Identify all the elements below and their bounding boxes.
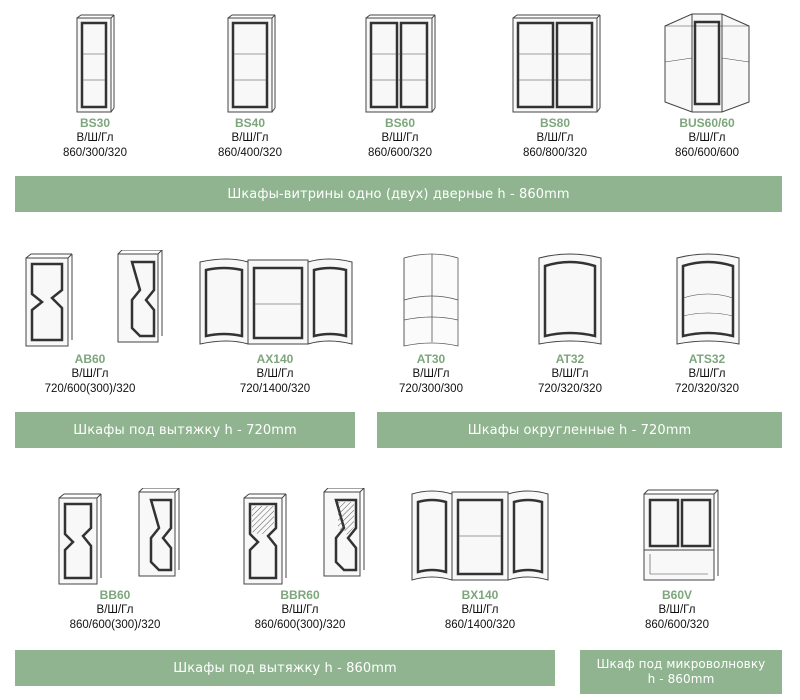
product-bx140: BX140 В/Ш/Гл 860/1400/320 — [415, 588, 545, 633]
product-ab60: AB60 В/Ш/Гл 720/600(300)/320 — [25, 352, 155, 397]
cabinet-bs30-drawing — [75, 14, 115, 114]
banner-microwave-cabinet: Шкаф под микроволновку h - 860mm — [580, 650, 782, 694]
banner-text: Шкафы под вытяжку h - 860mm — [173, 660, 397, 676]
banner-rounded-cabinets-720: Шкафы округленные h - 720mm — [377, 412, 782, 448]
cabinet-ab60-drawing — [22, 250, 172, 350]
product-bs40: BS40 В/Ш/Гл 860/400/320 — [195, 116, 305, 161]
product-dims-label: В/Ш/Гл — [76, 132, 114, 144]
product-dims-label: В/Ш/Гл — [551, 368, 589, 380]
product-dims-label: В/Ш/Гл — [381, 132, 419, 144]
product-bs80: BS80 В/Ш/Гл 860/800/320 — [500, 116, 610, 161]
cabinet-b60v-drawing — [640, 488, 720, 584]
product-size: 720/600(300)/320 — [44, 383, 136, 395]
product-bs60: BS60 В/Ш/Гл 860/600/320 — [345, 116, 455, 161]
product-code: BBR60 — [280, 588, 320, 602]
product-code: BS60 — [384, 116, 416, 130]
product-size: 860/600/320 — [645, 619, 709, 631]
banner-hood-cabinets-720: Шкафы под вытяжку h - 720mm — [15, 412, 355, 448]
product-code: BS80 — [539, 116, 571, 130]
product-code: BUS60/60 — [679, 116, 735, 130]
product-ats32: ATS32 В/Ш/Гл 720/320/320 — [642, 352, 772, 397]
product-size: 720/300/300 — [399, 383, 463, 395]
product-b60v: B60V В/Ш/Гл 860/600/320 — [612, 588, 742, 633]
cabinet-bs40-drawing — [226, 14, 276, 114]
product-size: 860/300/320 — [63, 147, 127, 159]
product-size: 860/800/320 — [523, 147, 587, 159]
product-dims-label: В/Ш/Гл — [281, 604, 319, 616]
banner-hood-cabinets-860: Шкафы под вытяжку h - 860mm — [15, 650, 555, 686]
product-dims-label: В/Ш/Гл — [658, 604, 696, 616]
product-size: 860/600(300)/320 — [69, 619, 161, 631]
product-code: BS40 — [234, 116, 266, 130]
cabinet-ats32-drawing — [673, 250, 743, 350]
cabinet-bb60-drawing — [55, 488, 185, 588]
banner-text: Шкафы-витрины одно (двух) дверные h - 86… — [227, 186, 570, 202]
product-dims-label: В/Ш/Гл — [688, 132, 726, 144]
cabinet-bs80-drawing — [511, 14, 601, 114]
product-bs30: BS30 В/Ш/Гл 860/300/320 — [40, 116, 150, 161]
banner-text-line1: Шкаф под микроволновку — [596, 657, 766, 671]
product-code: AT30 — [416, 352, 446, 366]
product-at32: AT32 В/Ш/Гл 720/320/320 — [505, 352, 635, 397]
product-dims-label: В/Ш/Гл — [461, 604, 499, 616]
cabinet-at30-drawing — [398, 250, 464, 350]
product-code: AT32 — [555, 352, 585, 366]
product-dims-label: В/Ш/Гл — [412, 368, 450, 380]
product-size: 860/600(300)/320 — [254, 619, 346, 631]
product-bus60: BUS60/60 В/Ш/Гл 860/600/600 — [652, 116, 762, 161]
product-size: 860/400/320 — [218, 147, 282, 159]
product-code: ATS32 — [688, 352, 726, 366]
cabinet-bbr60-drawing — [240, 488, 370, 588]
cabinet-bx140-drawing — [410, 484, 550, 586]
cabinet-bus60-drawing — [662, 12, 752, 114]
product-code: AX140 — [256, 352, 294, 366]
banner-text-line2: h - 860mm — [647, 672, 715, 686]
product-dims-label: В/Ш/Гл — [231, 132, 269, 144]
product-ax140: AX140 В/Ш/Гл 720/1400/320 — [210, 352, 340, 397]
product-dims-label: В/Ш/Гл — [688, 368, 726, 380]
product-size: 720/320/320 — [675, 383, 739, 395]
product-size: 860/1400/320 — [444, 619, 516, 631]
product-bbr60: BBR60 В/Ш/Гл 860/600(300)/320 — [235, 588, 365, 633]
cabinet-ax140-drawing — [198, 254, 354, 350]
product-code: BS30 — [79, 116, 111, 130]
product-bb60: BB60 В/Ш/Гл 860/600(300)/320 — [50, 588, 180, 633]
product-size: 860/600/320 — [368, 147, 432, 159]
cabinet-bs60-drawing — [364, 14, 436, 114]
product-code: AB60 — [74, 352, 106, 366]
product-code: BX140 — [461, 588, 499, 602]
product-dims-label: В/Ш/Гл — [71, 368, 109, 380]
product-size: 860/600/600 — [675, 147, 739, 159]
product-code: B60V — [661, 588, 693, 602]
product-dims-label: В/Ш/Гл — [96, 604, 134, 616]
product-size: 720/1400/320 — [239, 383, 311, 395]
cabinet-at32-drawing — [535, 250, 605, 350]
product-dims-label: В/Ш/Гл — [536, 132, 574, 144]
product-code: BB60 — [99, 588, 131, 602]
banner-text: Шкафы под вытяжку h - 720mm — [73, 422, 297, 438]
banner-showcase-cabinets: Шкафы-витрины одно (двух) дверные h - 86… — [15, 176, 782, 212]
product-dims-label: В/Ш/Гл — [256, 368, 294, 380]
product-at30: AT30 В/Ш/Гл 720/300/300 — [366, 352, 496, 397]
banner-text: Шкафы округленные h - 720mm — [467, 422, 692, 438]
product-size: 720/320/320 — [538, 383, 602, 395]
